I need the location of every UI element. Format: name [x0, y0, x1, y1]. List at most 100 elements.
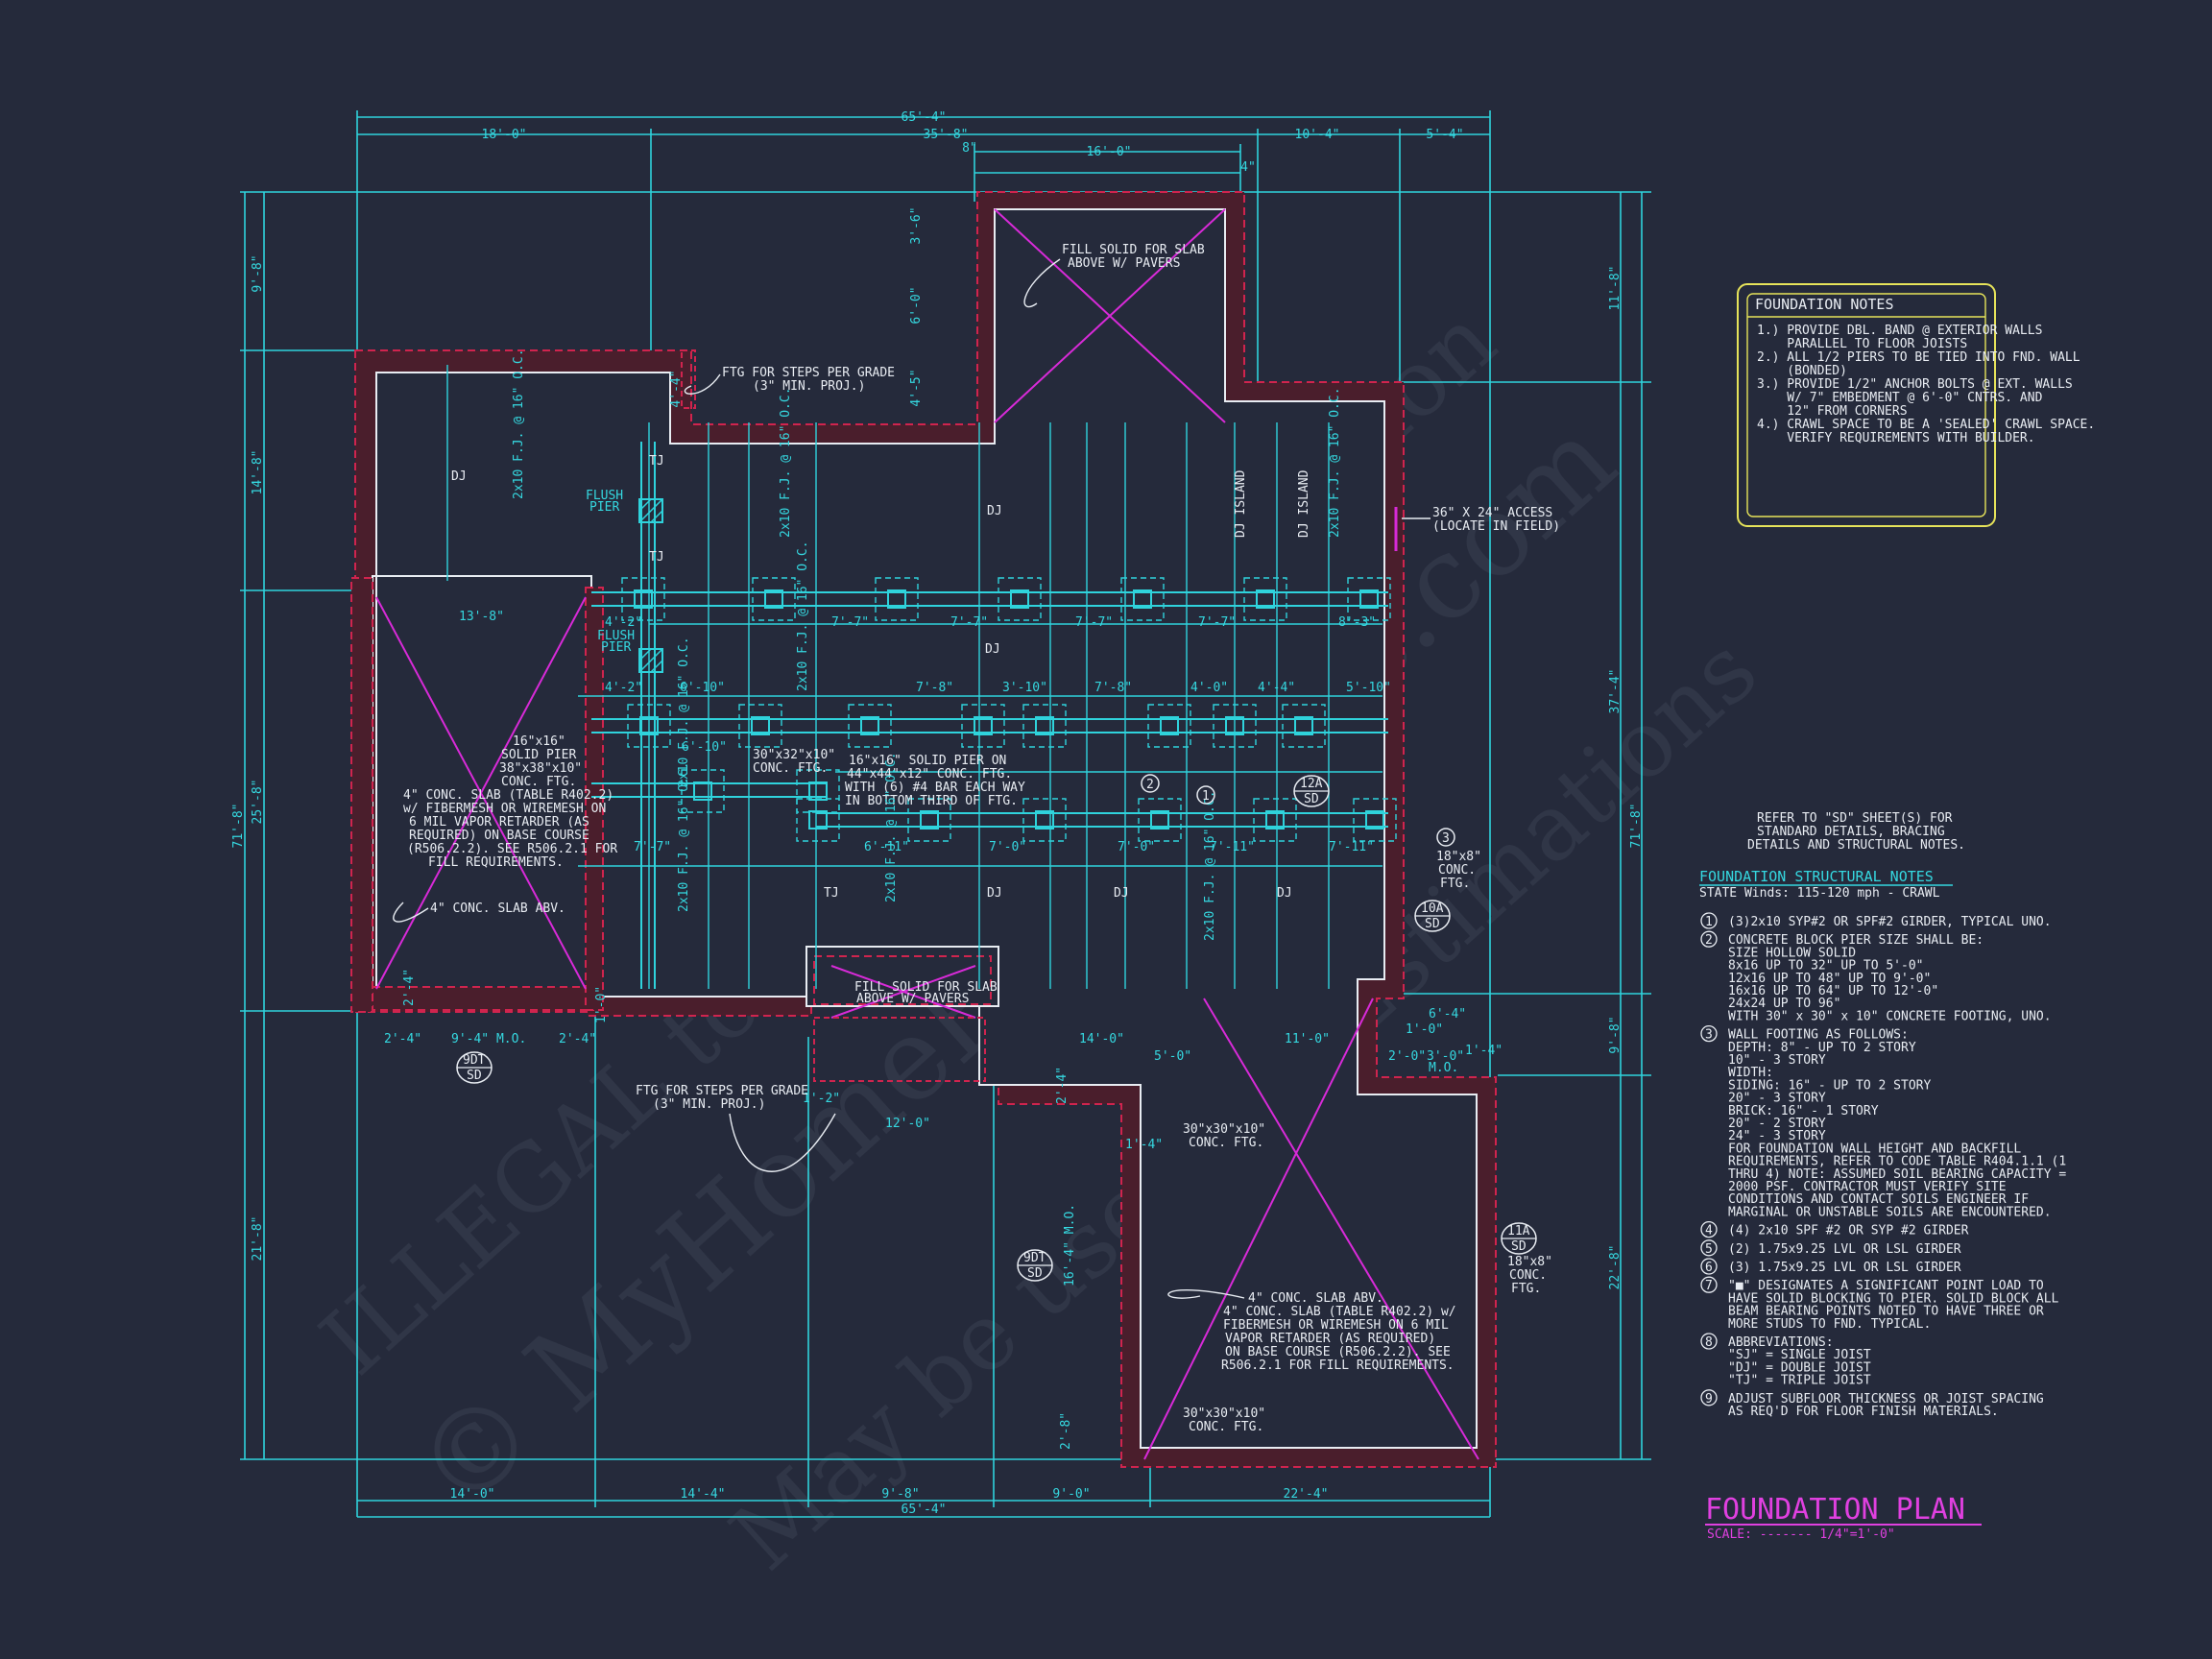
- svg-text:9'-8": 9'-8": [1608, 1016, 1623, 1053]
- note-marker: [1700, 930, 1718, 948]
- structural-note-line: MORE STUDS TO FND. TYPICAL.: [1728, 1317, 1931, 1332]
- svg-text:SOLID PIER: SOLID PIER: [501, 748, 576, 762]
- svg-text:7'-0": 7'-0": [989, 840, 1026, 854]
- svg-text:5'-0": 5'-0": [1154, 1049, 1191, 1064]
- svg-text:1'-0": 1'-0": [1406, 1022, 1443, 1037]
- svg-text:3.) PROVIDE 1/2" ANCHOR BOLTS: 3.) PROVIDE 1/2" ANCHOR BOLTS @ EXT. WAL…: [1757, 377, 2073, 392]
- structural-note-line: ABBREVIATIONS:: [1728, 1335, 1834, 1350]
- structural-note-line: (3) 1.75x9.25 LVL OR LSL GIRDER: [1728, 1261, 1961, 1275]
- foundation-notes-heading: FOUNDATION NOTES: [1755, 296, 1894, 313]
- structural-note-line: ADJUST SUBFLOOR THICKNESS OR JOIST SPACI…: [1728, 1392, 2044, 1407]
- svg-text:PARALLEL TO FLOOR JOISTS: PARALLEL TO FLOOR JOISTS: [1757, 337, 1967, 351]
- structural-note-line: (4) 2x10 SPF #2 OR SYP #2 GIRDER: [1728, 1224, 1969, 1238]
- svg-text:4" CONC. SLAB (TABLE R402.2) w: 4" CONC. SLAB (TABLE R402.2) w/: [1223, 1305, 1456, 1319]
- structural-note-line: 10" - 3 STORY: [1728, 1053, 1826, 1068]
- svg-text:14'-8": 14'-8": [251, 450, 265, 495]
- structural-note-line: MARGINAL OR UNSTABLE SOILS ARE ENCOUNTER…: [1728, 1205, 2052, 1219]
- svg-text:7'-7": 7'-7": [1075, 615, 1113, 630]
- svg-text:11'-0": 11'-0": [1285, 1032, 1330, 1046]
- svg-text:4" CONC. SLAB ABV.: 4" CONC. SLAB ABV.: [1248, 1291, 1383, 1306]
- structural-note-line: 20" - 3 STORY: [1728, 1092, 1826, 1106]
- svg-text:2x10 F.J. @ 16" O.C.: 2x10 F.J. @ 16" O.C.: [1328, 387, 1342, 538]
- structural-note-line: SIDING: 16" - UP TO 2 STORY: [1728, 1078, 1931, 1093]
- note-marker-number: 4: [1705, 1224, 1713, 1238]
- svg-text:30"x32"x10": 30"x32"x10": [753, 748, 835, 762]
- dimension-text: 65'-4" 18'-0" 35'-8" 10'-4" 5'-4" 8" 16'…: [231, 110, 1644, 1517]
- svg-text:16"x16": 16"x16": [513, 734, 565, 749]
- svg-text:14'-0": 14'-0": [1079, 1032, 1124, 1046]
- note-marker: [1700, 1239, 1718, 1257]
- svg-text:DJ: DJ: [451, 469, 467, 484]
- svg-text:13'-8": 13'-8": [459, 610, 504, 624]
- detail-tags: 2 1 3 12A SD 10A SD 11A SD 9DT SD 9DT SD: [456, 774, 1537, 1282]
- svg-text:4'-2": 4'-2": [605, 615, 642, 630]
- svg-text:2'-4": 2'-4": [1055, 1067, 1070, 1104]
- svg-text:2x10 F.J. @ 16" O.C.: 2x10 F.J. @ 16" O.C.: [512, 349, 526, 499]
- note-marker: [1700, 1220, 1718, 1238]
- svg-text:TJ: TJ: [649, 550, 664, 565]
- svg-text:DJ: DJ: [987, 886, 1002, 901]
- svg-text:4'-2": 4'-2": [605, 681, 642, 695]
- structural-note-line: "■" DESIGNATES A SIGNIFICANT POINT LOAD …: [1728, 1279, 2044, 1293]
- structural-note-line: WITH 30" x 30" x 10" CONCRETE FOOTING, U…: [1728, 1009, 2052, 1023]
- svg-text:FLUSH: FLUSH: [597, 629, 635, 643]
- svg-text:M.O.: M.O.: [1429, 1061, 1458, 1075]
- svg-text:2: 2: [1146, 778, 1154, 792]
- svg-text:SD: SD: [1027, 1266, 1043, 1281]
- svg-text:4" CONC. SLAB (TABLE R402.2): 4" CONC. SLAB (TABLE R402.2): [403, 788, 613, 803]
- svg-text:STANDARD DETAILS, BRACING: STANDARD DETAILS, BRACING: [1757, 825, 1945, 839]
- svg-text:4'-4": 4'-4": [669, 370, 684, 407]
- svg-text:6'-10": 6'-10": [682, 740, 727, 755]
- svg-text:DETAILS AND STRUCTURAL NOTES.: DETAILS AND STRUCTURAL NOTES.: [1747, 838, 1965, 853]
- svg-text:FTG FOR STEPS PER GRADE: FTG FOR STEPS PER GRADE: [636, 1084, 808, 1098]
- structural-note-line: "TJ" = TRIPLE JOIST: [1728, 1374, 1871, 1388]
- note-marker: [1700, 1389, 1718, 1407]
- svg-text:1: 1: [1202, 789, 1210, 804]
- svg-text:9DT: 9DT: [1023, 1251, 1046, 1265]
- svg-text:6 MIL VAPOR RETARDER (AS: 6 MIL VAPOR RETARDER (AS: [409, 815, 589, 830]
- svg-text:4": 4": [1240, 160, 1256, 175]
- svg-text:7'-7": 7'-7": [950, 615, 988, 630]
- svg-text:2x10 F.J. @ 16" O.C.: 2x10 F.J. @ 16" O.C.: [796, 541, 810, 691]
- structural-note-line: REQUIREMENTS, REFER TO CODE TABLE R404.1…: [1728, 1155, 2066, 1169]
- svg-text:1'-2": 1'-2": [803, 1092, 840, 1106]
- piers: [621, 349, 1398, 1082]
- note-marker: [1700, 912, 1718, 929]
- note-marker-number: 3: [1705, 1028, 1713, 1043]
- svg-text:6'-0": 6'-0": [909, 286, 924, 324]
- svg-text:21'-8": 21'-8": [251, 1216, 265, 1262]
- svg-text:3'-6": 3'-6": [909, 206, 924, 244]
- svg-text:7'-7": 7'-7": [1198, 615, 1236, 630]
- svg-text:4" CONC. SLAB ABV.: 4" CONC. SLAB ABV.: [430, 902, 565, 916]
- pier-row-2: [627, 704, 1326, 748]
- svg-text:2x10 F.J. @ 16" O.C.: 2x10 F.J. @ 16" O.C.: [884, 752, 899, 902]
- svg-text:IN BOTTOM THIRD OF FTG.: IN BOTTOM THIRD OF FTG.: [845, 794, 1018, 808]
- svg-text:14'-4": 14'-4": [681, 1487, 726, 1502]
- svg-text:(BONDED): (BONDED): [1757, 364, 1847, 378]
- svg-text:7'-0": 7'-0": [1118, 840, 1155, 854]
- note-marker: [1700, 1333, 1718, 1350]
- structural-note-line: "SJ" = SINGLE JOIST: [1728, 1348, 1871, 1362]
- svg-text:(R506.2.2). SEE R506.2.1 FOR: (R506.2.2). SEE R506.2.1 FOR: [407, 842, 617, 856]
- svg-text:4'-4": 4'-4": [1258, 681, 1295, 695]
- note-marker-number: 1: [1705, 915, 1713, 929]
- svg-text:1.) PROVIDE DBL. BAND @ EXTERI: 1.) PROVIDE DBL. BAND @ EXTERIOR WALLS: [1757, 324, 2042, 338]
- note-marker-number: 2: [1705, 933, 1713, 948]
- structural-note-line: 12x16 UP TO 48" UP TO 9'-0": [1728, 972, 1931, 986]
- svg-text:WITH (6) #4 BAR EACH WAY: WITH (6) #4 BAR EACH WAY: [845, 781, 1025, 795]
- svg-text:9'-4" M.O.: 9'-4" M.O.: [451, 1032, 526, 1046]
- structural-note-line: 24x24 UP TO 96": [1728, 997, 1840, 1011]
- structural-note-line: 20" - 2 STORY: [1728, 1117, 1826, 1131]
- note-marker: [1700, 1276, 1718, 1293]
- svg-text:ON BASE COURSE (R506.2.2). SEE: ON BASE COURSE (R506.2.2). SEE: [1225, 1345, 1451, 1359]
- svg-text:12A: 12A: [1300, 777, 1323, 791]
- drawing-title: FOUNDATION PLAN: [1705, 1493, 1965, 1527]
- svg-text:PIER: PIER: [589, 500, 619, 515]
- structural-notes-heading: FOUNDATION STRUCTURAL NOTES: [1699, 868, 1934, 885]
- svg-text:(3" MIN. PROJ.): (3" MIN. PROJ.): [653, 1097, 765, 1112]
- svg-text:5'-10": 5'-10": [1346, 681, 1391, 695]
- svg-text:SD: SD: [467, 1069, 482, 1083]
- svg-text:7'-11": 7'-11": [1329, 840, 1374, 854]
- svg-text:SD: SD: [1425, 917, 1440, 931]
